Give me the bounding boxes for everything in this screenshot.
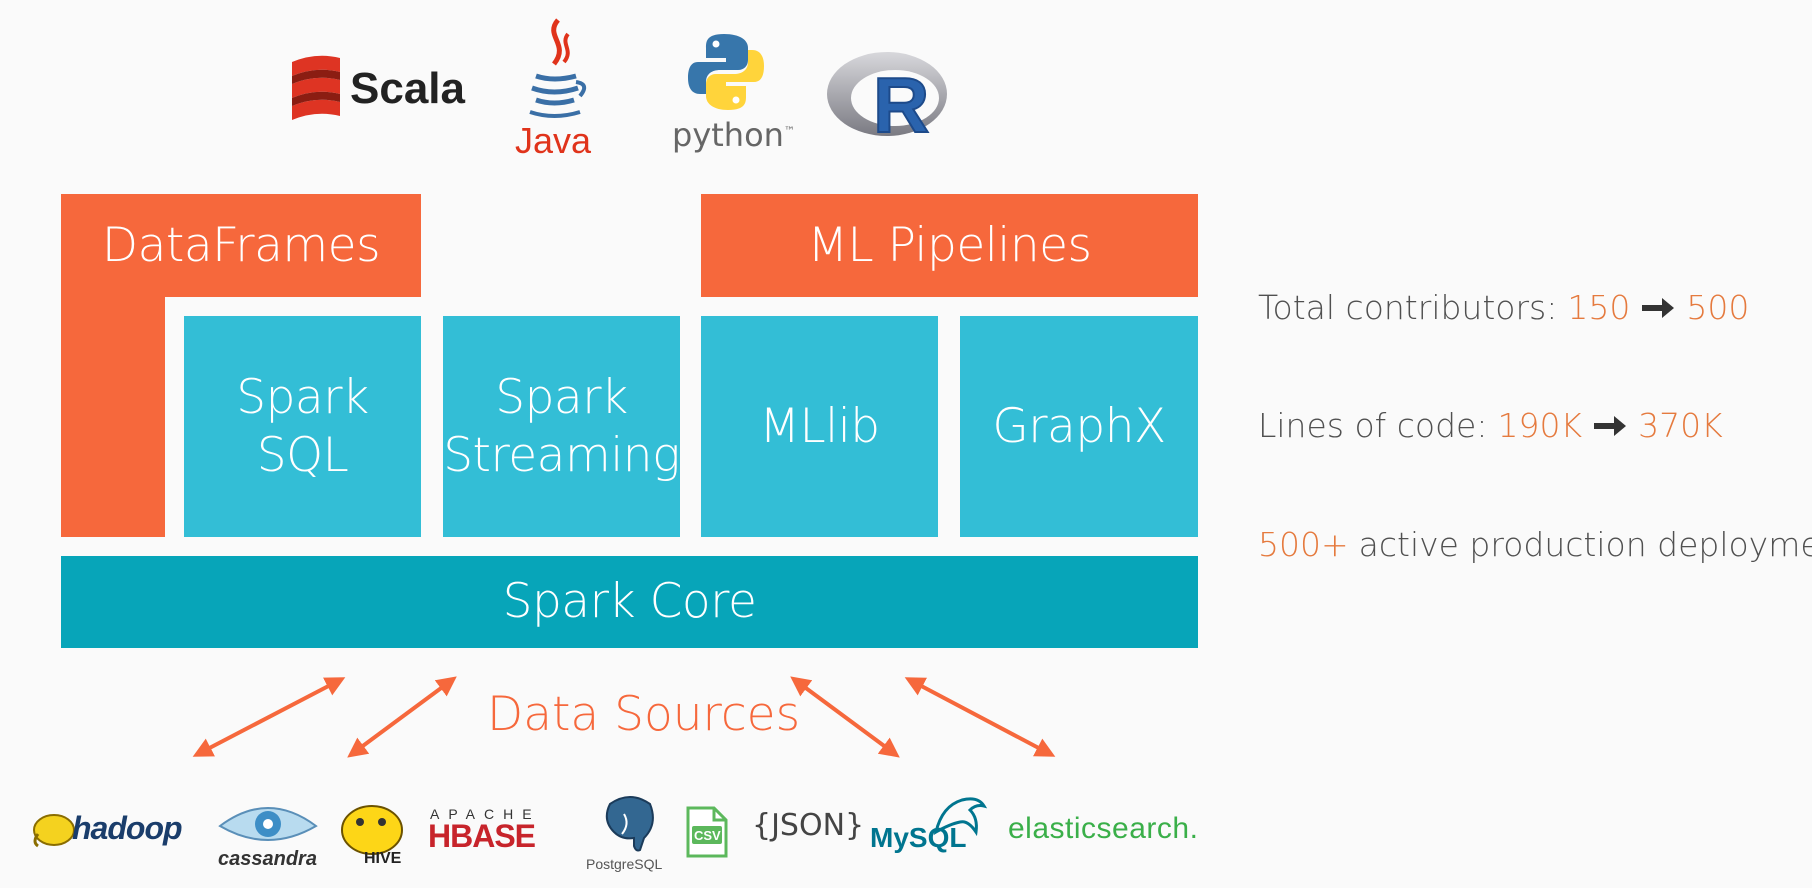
loc-to: 370K bbox=[1638, 406, 1723, 445]
csv-logo: CSV bbox=[682, 806, 730, 858]
java-cup-icon bbox=[529, 18, 587, 118]
contributors-label: Total contributors: bbox=[1258, 288, 1558, 327]
loc-from: 190K bbox=[1497, 406, 1583, 445]
graphx-label: GraphX bbox=[992, 398, 1166, 454]
right-arrow-icon bbox=[1594, 415, 1627, 436]
arrow-4 bbox=[904, 677, 1056, 757]
hadoop-label: hadoop bbox=[72, 810, 183, 846]
python-label: python™ bbox=[672, 116, 795, 154]
spark-core-block: Spark Core bbox=[61, 556, 1198, 648]
scala-logo: Scala bbox=[290, 48, 470, 134]
contributors-to: 500 bbox=[1686, 288, 1750, 327]
cassandra-logo: cassandra bbox=[216, 798, 326, 874]
java-logo: Java bbox=[510, 16, 600, 161]
ml-pipelines-block: ML Pipelines bbox=[701, 194, 1198, 297]
hive-label: HIVE bbox=[364, 850, 402, 867]
python-trademark: ™ bbox=[783, 124, 795, 138]
contributors-from: 150 bbox=[1567, 288, 1631, 327]
hbase-label: HBASE bbox=[428, 818, 536, 854]
dataframes-label: DataFrames bbox=[101, 217, 381, 273]
hive-bee-icon bbox=[341, 805, 403, 855]
hive-logo: HIVE bbox=[338, 800, 414, 870]
spark-core-label: Spark Core bbox=[502, 574, 757, 630]
csv-label: CSV bbox=[694, 828, 721, 843]
stat-lines-of-code: Lines of code: 190K 370K bbox=[1258, 406, 1723, 445]
csv-file-icon bbox=[686, 806, 728, 858]
loc-label: Lines of code: bbox=[1258, 406, 1488, 445]
hadoop-elephant-icon bbox=[33, 814, 75, 848]
data-sources-label: Data Sources bbox=[487, 687, 801, 742]
elasticsearch-logo: elasticsearch. bbox=[1008, 812, 1199, 845]
python-logo: python™ bbox=[668, 32, 795, 157]
mysql-label: MySQL bbox=[870, 822, 967, 853]
deployments-value: 500+ bbox=[1258, 525, 1349, 564]
spark-sql-label: Spark SQL bbox=[236, 370, 369, 483]
arrow-3 bbox=[790, 676, 900, 758]
spark-sql-block: Spark SQL bbox=[184, 316, 421, 537]
r-ring-icon bbox=[827, 52, 947, 136]
hbase-apache-label: APACHE bbox=[430, 806, 541, 822]
python-snakes-icon bbox=[688, 34, 764, 110]
right-arrow-icon bbox=[1642, 297, 1675, 318]
stat-contributors: Total contributors: 150 500 bbox=[1258, 288, 1749, 327]
java-label: Java bbox=[515, 120, 592, 161]
spark-streaming-label-line2: Streaming bbox=[443, 427, 680, 483]
postgresql-logo: PostgreSQL bbox=[586, 794, 676, 876]
scala-icon bbox=[292, 55, 340, 120]
ml-pipelines-label: ML Pipelines bbox=[807, 217, 1092, 273]
deployments-label: active production deployments bbox=[1358, 525, 1812, 564]
json-logo: {JSON} bbox=[752, 808, 865, 843]
spark-streaming-label-line1: Spark bbox=[495, 370, 628, 426]
cassandra-eye-icon bbox=[218, 807, 318, 841]
postgresql-elephant-icon bbox=[605, 796, 654, 852]
r-label: R bbox=[872, 60, 930, 150]
mysql-logo: MySQL bbox=[870, 792, 994, 858]
scala-label: Scala bbox=[350, 64, 465, 113]
mysql-dolphin-icon bbox=[933, 797, 988, 837]
cassandra-label: cassandra bbox=[218, 848, 317, 870]
graphx-block: GraphX bbox=[960, 316, 1198, 537]
stat-deployments: 500+ active production deployments bbox=[1258, 525, 1812, 564]
r-logo: R bbox=[825, 48, 955, 150]
arrow-1 bbox=[192, 677, 346, 757]
dataframes-block-side bbox=[61, 297, 165, 537]
mllib-label: MLlib bbox=[759, 398, 880, 454]
arrow-2 bbox=[347, 676, 457, 758]
python-label-text: python bbox=[672, 116, 784, 154]
postgresql-label: PostgreSQL bbox=[586, 856, 663, 872]
hbase-logo: APACHE HBASE bbox=[428, 806, 568, 856]
spark-streaming-block: Spark Streaming bbox=[443, 316, 680, 537]
dataframes-block-top: DataFrames bbox=[61, 194, 421, 297]
mllib-block: MLlib bbox=[701, 316, 938, 537]
